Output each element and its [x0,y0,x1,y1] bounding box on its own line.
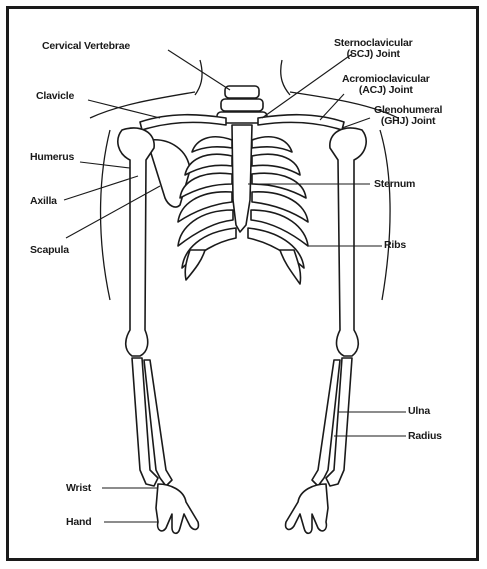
scapula [150,140,190,207]
sternum [232,125,252,232]
left-hand [156,484,198,533]
label-ulna: Ulna [408,406,430,417]
ribs-right [248,137,308,284]
label-acj-line2: (ACJ) Joint [342,85,430,96]
label-humerus: Humerus [30,152,74,163]
label-clavicle: Clavicle [36,91,74,102]
right-hand [286,484,328,533]
label-ghj-line2: (GHJ) Joint [374,116,442,127]
label-cervical-vertebrae: Cervical Vertebrae [42,41,130,52]
left-humerus [118,128,154,356]
label-radius: Radius [408,431,442,442]
label-sternum: Sternum [374,179,415,190]
label-acromioclavicular-joint: Acromioclavicular (ACJ) Joint [342,74,430,96]
left-clavicle [140,115,226,130]
right-clavicle [258,115,344,130]
label-hand: Hand [66,517,91,528]
right-humerus [330,128,366,356]
label-scapula: Scapula [30,245,69,256]
label-glenohumeral-joint: Glenohumeral (GHJ) Joint [374,105,442,127]
label-scj-line2: (SCJ) Joint [334,49,413,60]
label-wrist: Wrist [66,483,91,494]
label-ribs: Ribs [384,240,406,251]
label-sternoclavicular-joint: Sternoclavicular (SCJ) Joint [334,38,413,60]
label-axilla: Axilla [30,196,57,207]
